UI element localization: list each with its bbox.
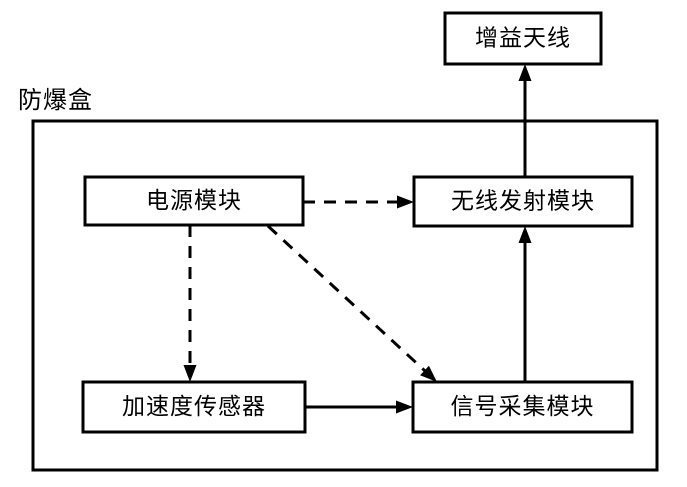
- node-box-wireless-transmit-module[interactable]: [412, 175, 634, 228]
- connection-sensor-to-signal: [305, 400, 413, 414]
- node-power-module[interactable]: 电源模块: [83, 175, 305, 227]
- node-label-signal-acquisition-module: 信号采集模块: [451, 394, 595, 420]
- arrow-head-power-to-sensor: [183, 365, 197, 382]
- node-box-gain-antenna[interactable]: [443, 11, 603, 66]
- connection-wireless-to-antenna: [518, 64, 532, 177]
- node-box-acceleration-sensor[interactable]: [81, 380, 307, 434]
- arrow-head-sensor-to-signal: [396, 400, 413, 414]
- enclosure-label: 防爆盒: [18, 86, 93, 114]
- node-label-power-module: 电源模块: [146, 188, 242, 214]
- arrow-head-power-to-wireless: [397, 195, 414, 209]
- node-wireless-transmit-module[interactable]: 无线发射模块: [412, 175, 634, 228]
- node-box-power-module[interactable]: [83, 175, 305, 227]
- connection-power-to-wireless: [303, 195, 414, 209]
- node-signal-acquisition-module[interactable]: 信号采集模块: [411, 380, 634, 434]
- connection-power-to-sensor: [183, 225, 197, 382]
- arrow-head-power-to-signal: [420, 365, 437, 382]
- node-label-gain-antenna: 增益天线: [475, 26, 571, 52]
- arrow-head-wireless-to-antenna: [518, 64, 532, 81]
- node-label-wireless-transmit-module: 无线发射模块: [451, 189, 595, 215]
- node-acceleration-sensor[interactable]: 加速度传感器: [81, 380, 307, 434]
- enclosure-explosion-proof-box: [31, 119, 659, 472]
- node-gain-antenna[interactable]: 增益天线: [443, 11, 603, 66]
- connection-signal-to-wireless: [518, 226, 532, 382]
- connection-line-power-to-signal: [266, 224, 428, 374]
- node-label-acceleration-sensor: 加速度传感器: [122, 394, 266, 420]
- arrow-head-signal-to-wireless: [518, 226, 532, 243]
- node-box-signal-acquisition-module[interactable]: [411, 380, 634, 434]
- connections-layer: [183, 64, 532, 414]
- connection-power-to-signal: [266, 224, 437, 382]
